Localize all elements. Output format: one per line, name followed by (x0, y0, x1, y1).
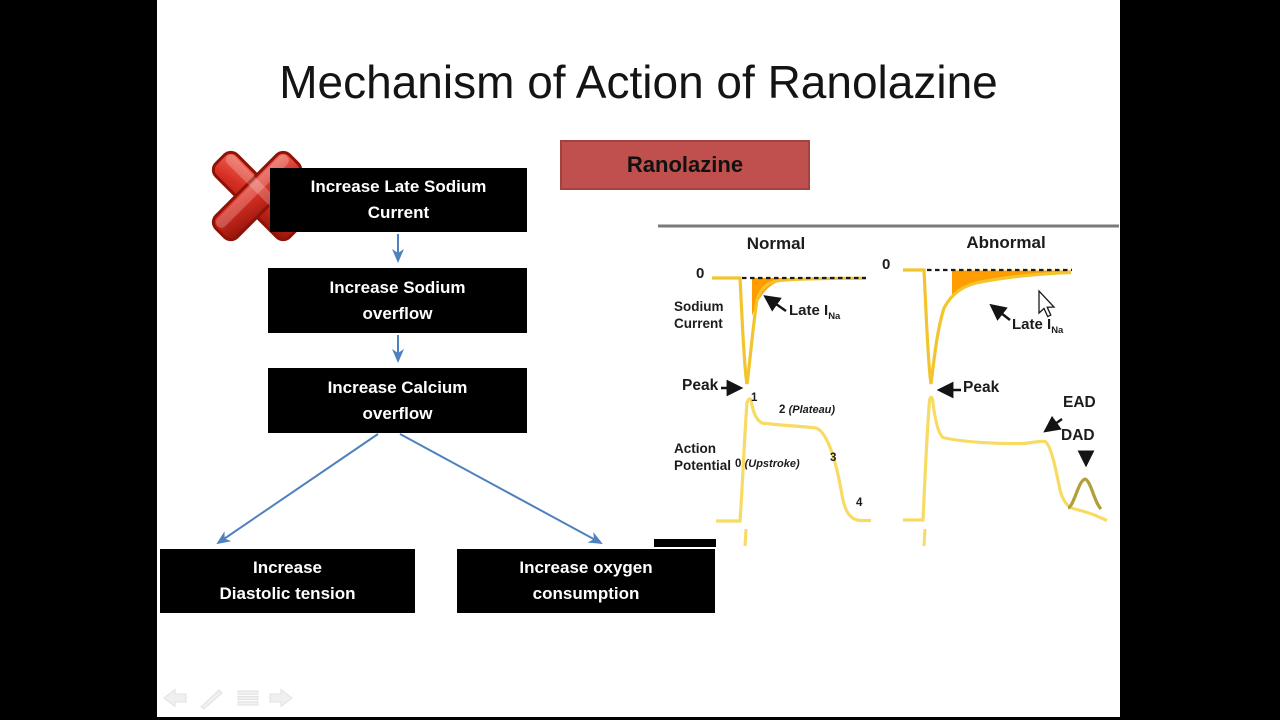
sodium-current-row-label: Sodium Current (674, 299, 724, 331)
phase-3-label: 3 (830, 452, 837, 464)
ead-label: EAD (1063, 394, 1096, 411)
flow-box-sodium-overflow: Increase Sodium overflow (268, 268, 527, 333)
phase-1-label: 1 (751, 392, 758, 404)
slide-title: Mechanism of Action of Ranolazine (279, 56, 998, 108)
abnormal-zero-label: 0 (882, 256, 891, 273)
pen-button[interactable] (200, 689, 223, 710)
abnormal-late-ina-label: Late INa (1012, 316, 1064, 336)
ranolazine-label-box: Ranolazine (560, 140, 810, 190)
flow-box-oxygen-consumption: Increase oxygen consumption (457, 549, 715, 613)
normal-zero-label: 0 (696, 265, 705, 282)
menu-button[interactable] (237, 690, 259, 706)
dad-label: DAD (1061, 427, 1095, 444)
flow-box-calcium-overflow: Increase Calcium overflow (268, 368, 527, 433)
next-slide-button[interactable] (269, 688, 293, 708)
normal-column-header: Normal (746, 234, 806, 253)
phase-2-plateau-label: 2 (Plateau) (779, 404, 836, 416)
normal-late-ina-label: Late INa (789, 302, 841, 322)
previous-slide-button[interactable] (163, 688, 187, 708)
normal-peak-label: Peak (682, 377, 719, 394)
flow-box-late-sodium-current: Increase Late Sodium Current (270, 168, 527, 232)
phase-4-label: 4 (856, 497, 863, 509)
phase-0-upstroke-label: 0 (Upstroke) (735, 458, 800, 470)
abnormal-peak-label: Peak (963, 379, 1000, 396)
abnormal-column-header: Abnormal (966, 233, 1046, 252)
action-potential-row-label: Action Potential (674, 441, 732, 473)
flow-box-diastolic-tension: Increase Diastolic tension (160, 549, 415, 613)
